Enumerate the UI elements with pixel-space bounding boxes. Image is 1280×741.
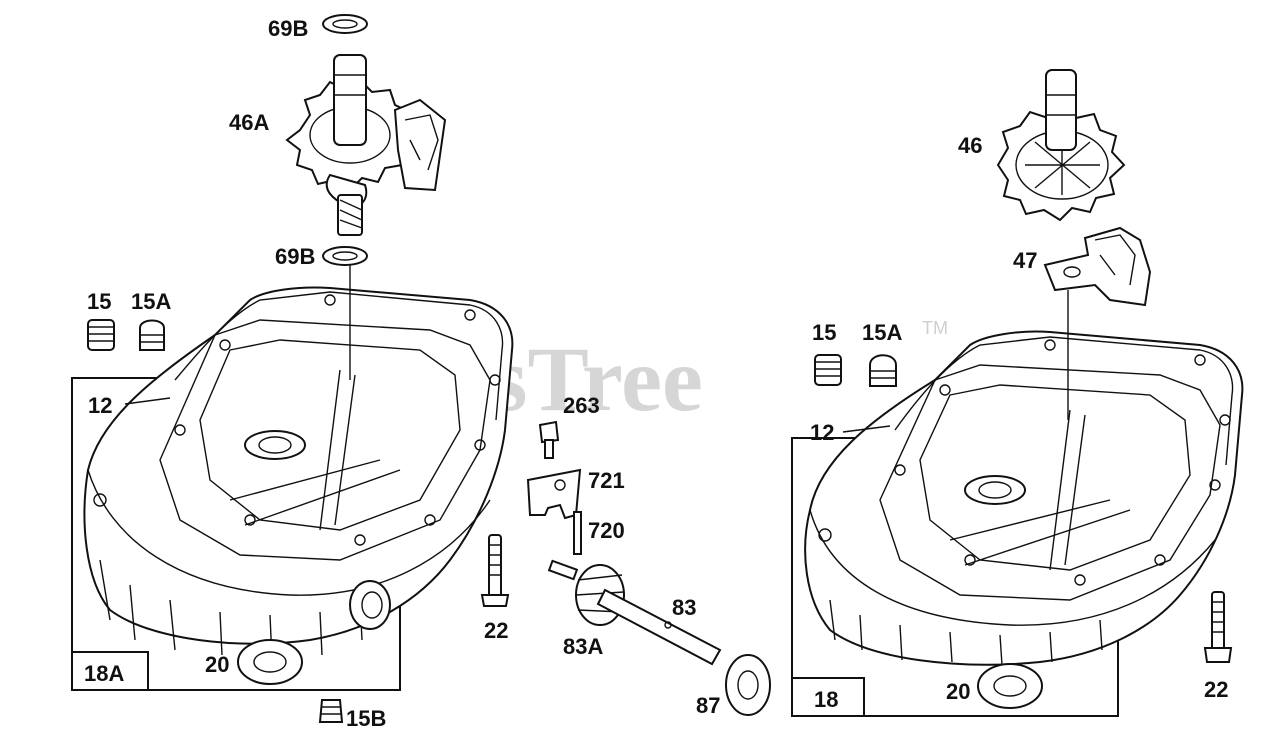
label-46a: 46A — [229, 110, 269, 135]
label-22-left: 22 — [484, 618, 508, 643]
leader-12-left — [124, 397, 171, 405]
camshaft-46a — [285, 54, 447, 236]
right-sump-cover — [804, 330, 1244, 666]
label-69b-mid: 69B — [275, 244, 315, 269]
washer-69b-mid — [322, 246, 368, 266]
label-20-left: 20 — [205, 652, 229, 677]
label-46: 46 — [958, 133, 982, 158]
label-83: 83 — [672, 595, 696, 620]
left-assembly-box: 18A — [71, 377, 401, 691]
label-720: 720 — [588, 518, 625, 543]
label-47: 47 — [1013, 248, 1037, 273]
label-15b: 15B — [346, 706, 386, 731]
leader-12-right — [842, 425, 891, 433]
left-sump-cover — [83, 286, 514, 661]
box-label-18a: 18A — [84, 661, 124, 686]
label-12-right: 12 — [810, 420, 834, 445]
cam-gear-46 — [996, 69, 1126, 222]
label-69b-top: 69B — [268, 16, 308, 41]
bolt-263 — [538, 420, 560, 459]
right-assembly-box: 18 — [791, 437, 1119, 717]
plug-15a-right — [869, 354, 897, 387]
seal-20-left — [237, 639, 303, 685]
label-15-left: 15 — [87, 289, 111, 314]
label-15a-right: 15A — [862, 320, 902, 345]
label-20-right: 20 — [946, 679, 970, 704]
watermark-trademark: TM — [922, 318, 948, 338]
pin-720 — [573, 511, 582, 555]
seal-20-right — [977, 663, 1043, 709]
plug-15-left — [87, 319, 115, 351]
plug-15a-left — [139, 319, 165, 351]
label-263: 263 — [563, 393, 600, 418]
seal-87 — [725, 654, 771, 716]
label-15a-left: 15A — [131, 289, 171, 314]
label-87: 87 — [696, 693, 720, 718]
label-22-right: 22 — [1204, 677, 1228, 702]
bolt-22-left — [480, 534, 510, 607]
bolt-22-right — [1203, 591, 1233, 663]
label-12-left: 12 — [88, 393, 112, 418]
shaft-83 — [596, 588, 722, 666]
box-label-18: 18 — [814, 687, 838, 712]
washer-69b-top — [322, 14, 368, 34]
plug-15-right — [814, 354, 842, 386]
governor-47 — [1043, 226, 1152, 307]
label-721: 721 — [588, 468, 625, 493]
plug-15b — [318, 699, 344, 723]
label-83a: 83A — [563, 634, 603, 659]
label-15-right: 15 — [812, 320, 836, 345]
bracket-721 — [526, 468, 582, 520]
